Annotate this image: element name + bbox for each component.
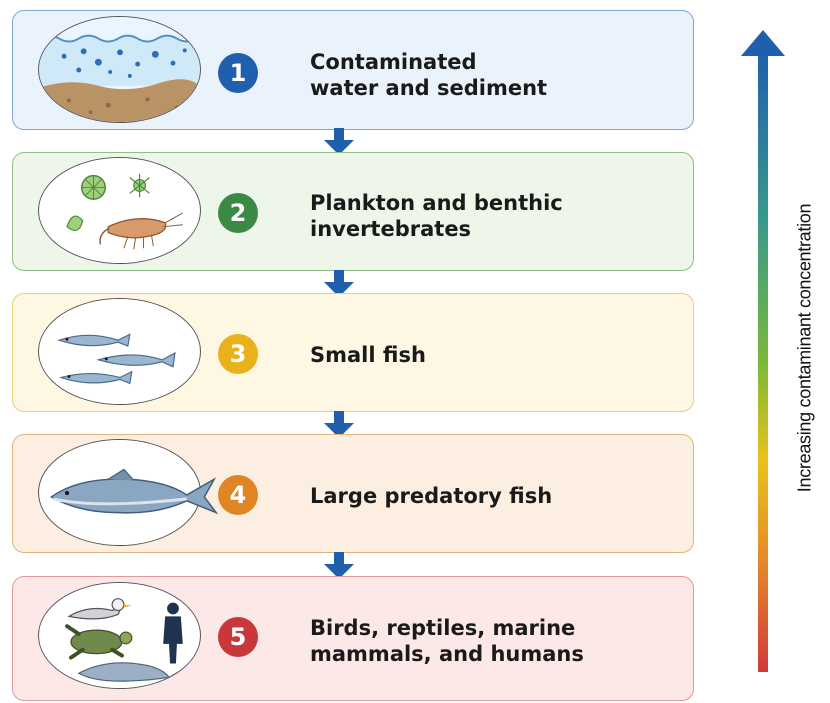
large-fish-icon: [38, 439, 201, 546]
concentration-gradient-arrow: [741, 30, 785, 672]
level-3-box: 3 Small fish: [12, 293, 694, 412]
level-4-box: 4 Large predatory fish: [12, 434, 694, 553]
level-label-line2: mammals, and humans: [310, 641, 584, 667]
level-5-box: 5 Birds, reptiles, marine mammals, and h…: [12, 576, 694, 701]
water-sediment-icon: [38, 16, 201, 123]
top-predators-icon: [38, 582, 201, 689]
level-label-line1: Birds, reptiles, marine: [310, 615, 584, 641]
level-number-badge: 2: [218, 193, 258, 233]
level-label: Large predatory fish: [310, 483, 552, 509]
level-label-line1: Small fish: [310, 342, 426, 368]
level-label: Birds, reptiles, marine mammals, and hum…: [310, 615, 584, 667]
level-label: Contaminated water and sediment: [310, 49, 547, 101]
level-label: Plankton and benthic invertebrates: [310, 190, 563, 242]
level-1-box: 1 Contaminated water and sediment: [12, 10, 694, 130]
level-2-box: 2 Plankton and benthic invertebrates: [12, 152, 694, 271]
level-label-line2: invertebrates: [310, 216, 563, 242]
level-label-line1: Large predatory fish: [310, 483, 552, 509]
level-label-line1: Plankton and benthic: [310, 190, 563, 216]
level-label-line2: water and sediment: [310, 75, 547, 101]
level-number-badge: 4: [218, 475, 258, 515]
plankton-icon: [38, 157, 201, 264]
level-label-line1: Contaminated: [310, 49, 547, 75]
level-label: Small fish: [310, 342, 426, 368]
level-number-badge: 1: [218, 53, 258, 93]
level-number-badge: 3: [218, 334, 258, 374]
level-number-badge: 5: [218, 617, 258, 657]
axis-label: Increasing contaminant concentration: [795, 204, 816, 492]
small-fish-icon: [38, 298, 201, 405]
